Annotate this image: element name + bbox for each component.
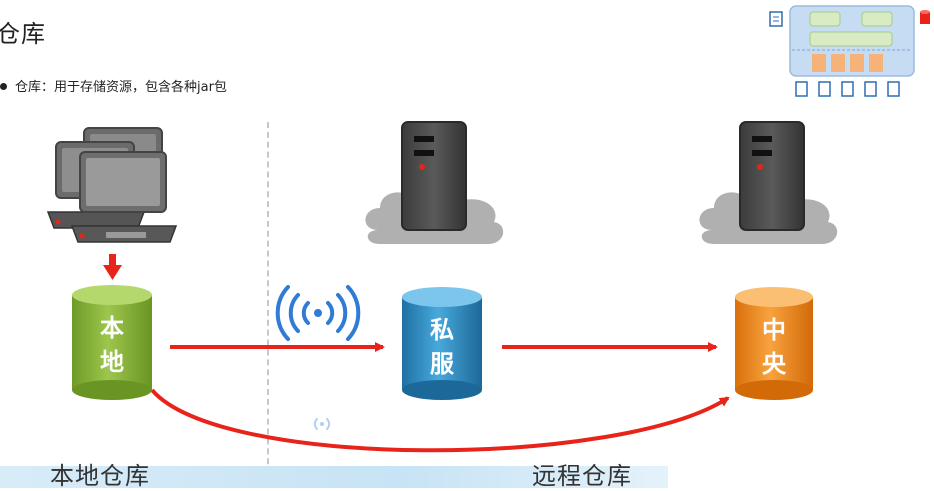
footer-label-remote: 远程仓库	[532, 462, 632, 490]
document-icon	[795, 81, 900, 97]
local-repository: 本 地	[72, 285, 152, 400]
private-label-2: 服	[430, 350, 455, 378]
download-arrow	[103, 254, 122, 280]
wifi-icon	[275, 285, 361, 341]
private-repository: 私 服	[402, 287, 482, 400]
central-label-1: 中	[762, 316, 786, 344]
database-icon	[920, 10, 930, 24]
thumbnail-diagram	[769, 5, 930, 97]
footer-label-local: 本地仓库	[50, 462, 150, 490]
server-icon	[401, 121, 467, 231]
arrow-local-to-central	[150, 388, 730, 453]
bullet-point: 仓库：用于存储资源，包含各种jar包	[0, 76, 227, 95]
private-label-1: 私	[430, 316, 454, 344]
local-label-1: 本	[100, 314, 124, 342]
computer-icon	[46, 127, 178, 243]
central-repository: 中 央	[735, 287, 813, 400]
wifi-icon	[313, 418, 331, 430]
central-label-2: 央	[762, 350, 787, 378]
section-divider	[267, 122, 269, 484]
server-icon	[739, 121, 805, 231]
local-label-2: 地	[100, 348, 124, 376]
bullet-text: 仓库：用于存储资源，包含各种jar包	[15, 80, 227, 95]
bottom-band	[0, 466, 668, 488]
page-title: 仓库	[0, 20, 46, 48]
document-icon	[769, 11, 783, 27]
bullet-dot	[0, 83, 7, 90]
